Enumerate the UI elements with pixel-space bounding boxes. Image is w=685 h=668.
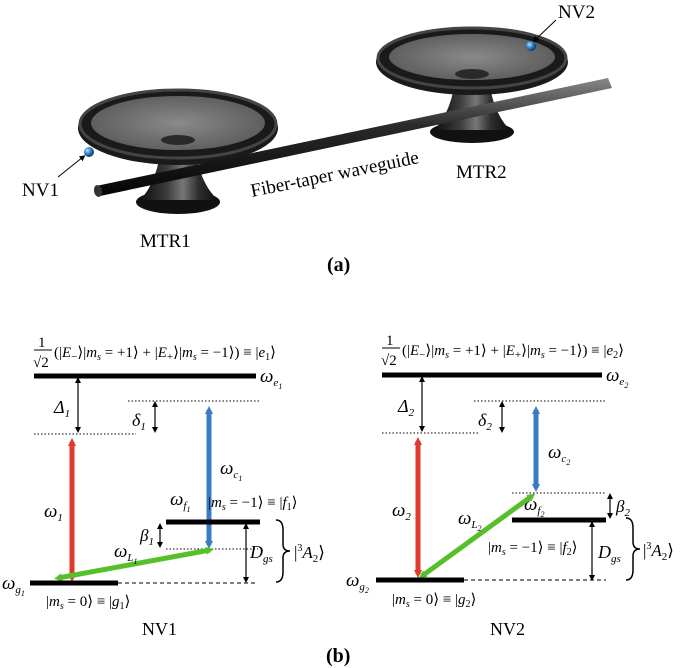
svg-text:(|E−⟩|ms = +1⟩ + |E+⟩|ms = −1⟩: (|E−⟩|ms = +1⟩ + |E+⟩|ms = −1⟩) ≡ |e2⟩ <box>402 343 624 361</box>
nv2-omega-L: ωL2 <box>458 508 482 533</box>
mtr1-label: MTR1 <box>140 231 191 252</box>
nv1-omega-f: ωf1 <box>170 489 190 514</box>
nv1-A2-label: |3A2⟩ <box>294 543 325 565</box>
nv1-dgs-label: Dgs <box>249 542 273 565</box>
nv1-omega-g: ωg1 <box>2 573 25 598</box>
nv1-omega-e: ωe1 <box>260 366 282 391</box>
panel-b-nv1: 1 √2 (|E−⟩|ms = +1⟩ + |E+⟩|ms = −1⟩) ≡ |… <box>2 335 325 639</box>
nv1-omega-laser: ω1 <box>44 501 63 524</box>
nv1-f-state: |ms = −1⟩ ≡ |f1⟩ <box>208 495 298 513</box>
nv1-excited-state-label: 1 √2 (|E−⟩|ms = +1⟩ + |E+⟩|ms = −1⟩) ≡ |… <box>33 335 276 371</box>
nv2-name: NV2 <box>490 619 525 639</box>
nv1-sphere <box>84 147 94 157</box>
panel-a-caption: (a) <box>327 254 350 276</box>
mtr1-resonator <box>78 88 278 214</box>
mtr2-resonator <box>376 26 568 143</box>
nv2-Delta-label: Δ2 <box>397 396 415 419</box>
nv1-label: NV1 <box>22 180 59 201</box>
nv2-omega-c: ωc2 <box>548 442 570 467</box>
nv1-pointer <box>57 155 86 178</box>
nv2-excited-state-label: 1 √2 (|E−⟩|ms = +1⟩ + |E+⟩|ms = −1⟩) ≡ |… <box>381 333 624 369</box>
nv2-raman-arrow <box>418 493 536 579</box>
nv1-omega-L: ωL1 <box>114 541 138 566</box>
nv2-brace <box>625 517 641 581</box>
panel-a: NV1 NV2 MTR1 MTR2 Fiber-taper waveguide … <box>22 2 612 276</box>
nv2-delta-label: δ2 <box>478 410 492 433</box>
nv2-dgs-label: Dgs <box>597 542 621 565</box>
nv1-brace <box>275 519 291 583</box>
nv2-omega-e: ωe2 <box>606 365 628 390</box>
nv2-A2-label: |3A2⟩ <box>643 541 674 563</box>
nv1-g-state: |ms = 0⟩ ≡ |g1⟩ <box>46 594 130 612</box>
nv2-sphere <box>526 41 536 51</box>
svg-text:1: 1 <box>386 333 394 349</box>
nv2-beta-label: β2 <box>615 497 630 519</box>
svg-text:1: 1 <box>38 335 46 351</box>
nv1-beta-label: β1 <box>139 526 154 548</box>
nv1-delta-label: δ1 <box>132 410 146 433</box>
svg-text:(|E−⟩|ms = +1⟩ + |E+⟩|ms = −1⟩: (|E−⟩|ms = +1⟩ + |E+⟩|ms = −1⟩) ≡ |e1⟩ <box>54 345 276 363</box>
panel-b-caption: (b) <box>326 645 350 667</box>
nv2-f-state: |ms = −1⟩ ≡ |f2⟩ <box>488 540 578 558</box>
nv2-g-state: |ms = 0⟩ ≡ |g2⟩ <box>392 592 476 610</box>
nv2-omega-laser: ω2 <box>392 500 411 523</box>
nv2-label: NV2 <box>558 2 595 23</box>
nv2-pointer <box>532 19 557 43</box>
svg-text:√2: √2 <box>381 353 397 369</box>
nv1-omega-c: ωc1 <box>220 458 242 483</box>
nv2-omega-g: ωg2 <box>346 570 369 595</box>
svg-text:√2: √2 <box>33 355 49 371</box>
fiber-taper-waveguide <box>93 78 612 197</box>
panel-b-nv2: 1 √2 (|E−⟩|ms = +1⟩ + |E+⟩|ms = −1⟩) ≡ |… <box>346 333 674 639</box>
mtr2-label: MTR2 <box>456 162 507 183</box>
nv1-name: NV1 <box>142 619 177 639</box>
nv1-raman-arrow <box>54 546 214 582</box>
nv1-Delta-label: Δ1 <box>53 397 70 420</box>
